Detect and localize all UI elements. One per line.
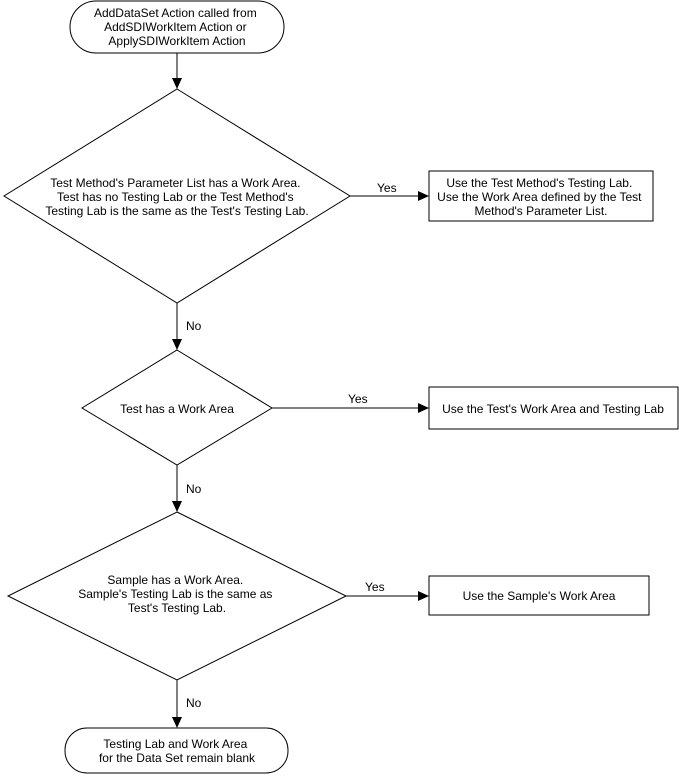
edge-decision2-yes: Yes bbox=[272, 392, 429, 413]
edge-label-decision1-no: No bbox=[186, 319, 202, 333]
decision-1: Test Method's Parameter List has a Work … bbox=[3, 88, 351, 304]
end-line-2: for the Data Set remain blank bbox=[99, 751, 256, 765]
decision-2-text: Test has a Work Area bbox=[120, 402, 234, 416]
decision-2-line-1: Test has a Work Area bbox=[120, 402, 234, 416]
action-3-text: Use the Sample's Work Area bbox=[463, 589, 616, 603]
edge-label-decision2-no: No bbox=[186, 482, 202, 496]
end-node-text: Testing Lab and Work Area for the Data S… bbox=[99, 737, 256, 765]
action-3: Use the Sample's Work Area bbox=[428, 575, 650, 616]
decision-3-line-2: Sample's Testing Lab is the same as bbox=[78, 587, 272, 601]
start-line-2: AddSDIWorkItem Action or bbox=[104, 20, 247, 34]
action-1-line-1: Use the Test Method's Testing Lab. bbox=[446, 176, 632, 190]
decision-2: Test has a Work Area bbox=[81, 349, 273, 466]
action-2-text: Use the Test's Work Area and Testing Lab bbox=[442, 402, 664, 416]
edge-start-to-decision1 bbox=[172, 53, 182, 89]
edge-label-decision1-yes: Yes bbox=[377, 181, 397, 195]
decision-1-text: Test Method's Parameter List has a Work … bbox=[45, 176, 308, 218]
edge-decision2-no: No bbox=[172, 465, 202, 512]
action-1: Use the Test Method's Testing Lab. Use t… bbox=[428, 170, 654, 222]
decision-1-line-2: Test has no Testing Lab or the Test Meth… bbox=[57, 190, 294, 204]
edge-label-decision3-no: No bbox=[186, 696, 202, 710]
action-1-box bbox=[428, 170, 654, 222]
action-2-box bbox=[428, 386, 679, 430]
edge-decision1-no: No bbox=[172, 303, 202, 350]
start-line-3: ApplySDIWorkItem Action bbox=[108, 34, 245, 48]
edge-label-decision2-yes: Yes bbox=[348, 392, 368, 406]
action-1-line-2: Use the Work Area defined by the Test bbox=[437, 190, 642, 204]
edge-label-decision3-yes: Yes bbox=[365, 580, 385, 594]
action-1-line-3: Method's Parameter List. bbox=[474, 204, 607, 218]
action-3-box bbox=[428, 575, 650, 616]
start-terminator-shape bbox=[69, 0, 285, 54]
decision-2-diamond bbox=[81, 349, 273, 466]
decision-1-diamond bbox=[3, 88, 351, 304]
decision-3-diamond bbox=[6, 511, 348, 681]
start-node-text: AddDataSet Action called from AddSDIWork… bbox=[94, 6, 260, 48]
action-3-line-1: Use the Sample's Work Area bbox=[463, 589, 616, 603]
decision-3-text: Sample has a Work Area. Sample's Testing… bbox=[78, 573, 276, 615]
end-line-1: Testing Lab and Work Area bbox=[103, 737, 247, 751]
action-2-line-1: Use the Test's Work Area and Testing Lab bbox=[442, 402, 664, 416]
decision-3-line-1: Sample has a Work Area. bbox=[107, 573, 243, 587]
edge-decision3-yes: Yes bbox=[346, 580, 429, 601]
edge-decision3-no: No bbox=[172, 680, 202, 728]
decision-3-line-3: Test's Testing Lab. bbox=[128, 601, 226, 615]
start-line-1: AddDataSet Action called from bbox=[94, 6, 257, 20]
edge-decision1-yes: Yes bbox=[350, 181, 429, 201]
start-node: AddDataSet Action called from AddSDIWork… bbox=[69, 0, 285, 54]
action-1-text: Use the Test Method's Testing Lab. Use t… bbox=[437, 176, 645, 218]
action-2: Use the Test's Work Area and Testing Lab bbox=[428, 386, 679, 430]
end-terminator-shape bbox=[64, 727, 289, 774]
decision-3: Sample has a Work Area. Sample's Testing… bbox=[6, 511, 348, 681]
decision-1-line-3: Testing Lab is the same as the Test's Te… bbox=[45, 204, 308, 218]
end-node: Testing Lab and Work Area for the Data S… bbox=[64, 727, 289, 774]
decision-1-line-1: Test Method's Parameter List has a Work … bbox=[50, 176, 300, 190]
